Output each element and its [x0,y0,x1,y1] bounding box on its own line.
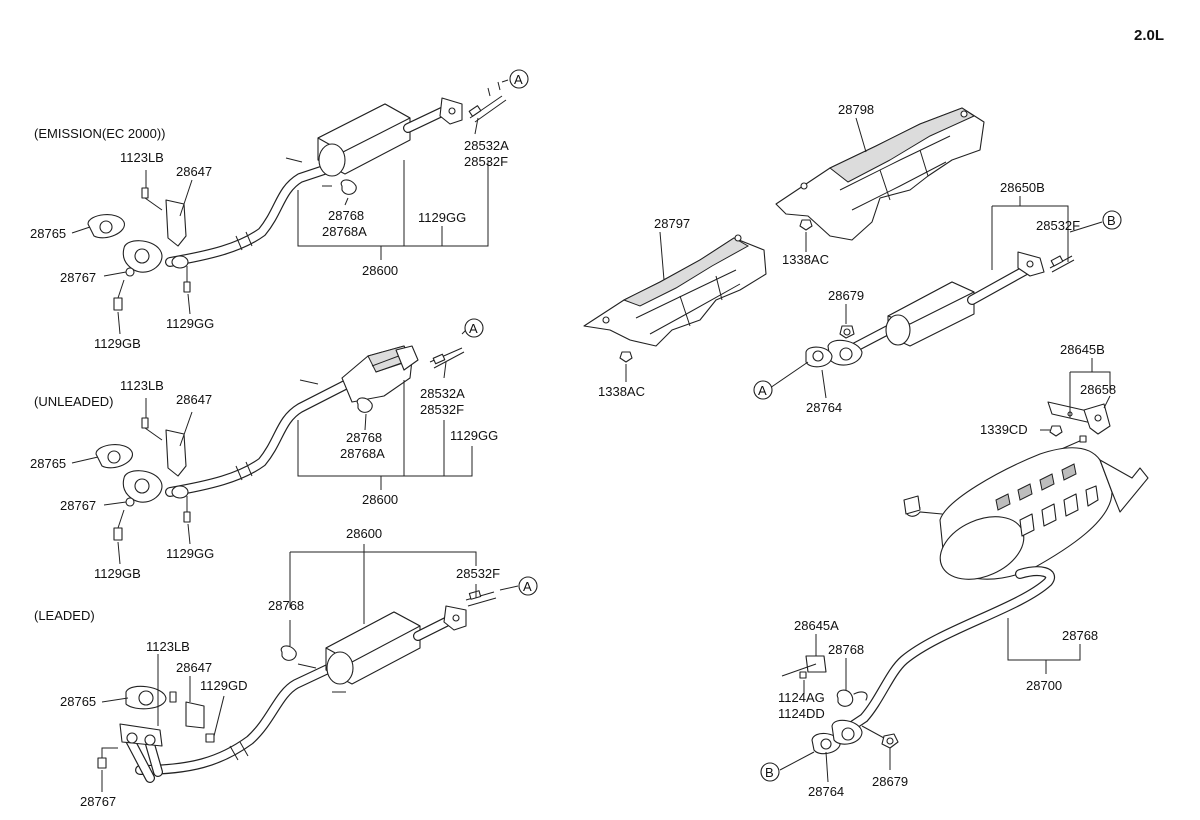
part-label: 28532F [464,154,508,169]
part-label: 28600 [362,492,398,507]
part-label: 28767 [60,498,96,513]
reference-marker-a: A [758,383,767,398]
section-title-unleaded: (UNLEADED) [34,394,113,409]
part-label: 28797 [654,216,690,231]
part-label: 28650B [1000,180,1045,195]
reference-marker-a: A [514,72,523,87]
part-label: 1129GB [94,336,141,351]
part-label: 28700 [1026,678,1062,693]
part-label: 1129GG [450,428,498,443]
part-label: 1338AC [782,252,829,267]
part-label: 28679 [828,288,864,303]
part-label: 28532A [420,386,465,401]
part-label: 28647 [176,392,212,407]
part-label: 1129GG [166,546,214,561]
part-label: 28645B [1060,342,1105,357]
part-label: 28532F [456,566,500,581]
part-label: 28765 [60,694,96,709]
reference-marker-b: B [1107,213,1116,228]
section-title-leaded: (LEADED) [34,608,95,623]
reference-marker-b: B [765,765,774,780]
emission-assembly [71,69,529,335]
section-title-emission: (EMISSION(EC 2000)) [34,126,165,141]
part-label: 28532F [420,402,464,417]
part-label: 1129GB [94,566,141,581]
part-label: 28764 [806,400,842,415]
part-label: 28679 [872,774,908,789]
part-label: 28798 [838,102,874,117]
part-label: 28532A [464,138,509,153]
part-label: 28768 [328,208,364,223]
part-label: 1338AC [598,384,645,399]
part-label: 28600 [346,526,382,541]
heat-shields [583,107,985,382]
leaded-assembly [97,544,538,792]
part-label: 1129GG [166,316,214,331]
part-label: 1124DD [778,706,825,721]
part-label: 28645A [794,618,839,633]
part-label: 28647 [176,660,212,675]
part-label: 28600 [362,263,398,278]
part-label: 1339CD [980,422,1028,437]
part-label: 28765 [30,456,66,471]
part-label: 28768 [1062,628,1098,643]
part-label: 28768 [346,430,382,445]
part-label: 1123LB [120,378,164,393]
engine-size-label: 2.0L [1134,27,1164,44]
reference-marker-a: A [523,579,532,594]
part-label: 1129GG [418,210,466,225]
part-label: 28764 [808,784,844,799]
part-label: 28767 [80,794,116,809]
part-label: 28532F [1036,218,1080,233]
center-pipe-assembly [753,196,1122,400]
rear-muffler-assembly [760,358,1149,783]
part-label: 1129GD [200,678,247,693]
part-label: 1124AG [778,690,825,705]
part-label: 28768 [828,642,864,657]
reference-marker-a: A [469,321,478,336]
part-label: 1123LB [120,150,164,165]
part-label: 28765 [30,226,66,241]
part-label: 28768A [340,446,385,461]
part-label: 28767 [60,270,96,285]
part-label: 28658 [1080,382,1116,397]
unleaded-assembly [71,318,484,565]
part-label: 28768 [268,598,304,613]
part-label: 1123LB [146,639,190,654]
part-label: 28768A [322,224,367,239]
part-label: 28647 [176,164,212,179]
